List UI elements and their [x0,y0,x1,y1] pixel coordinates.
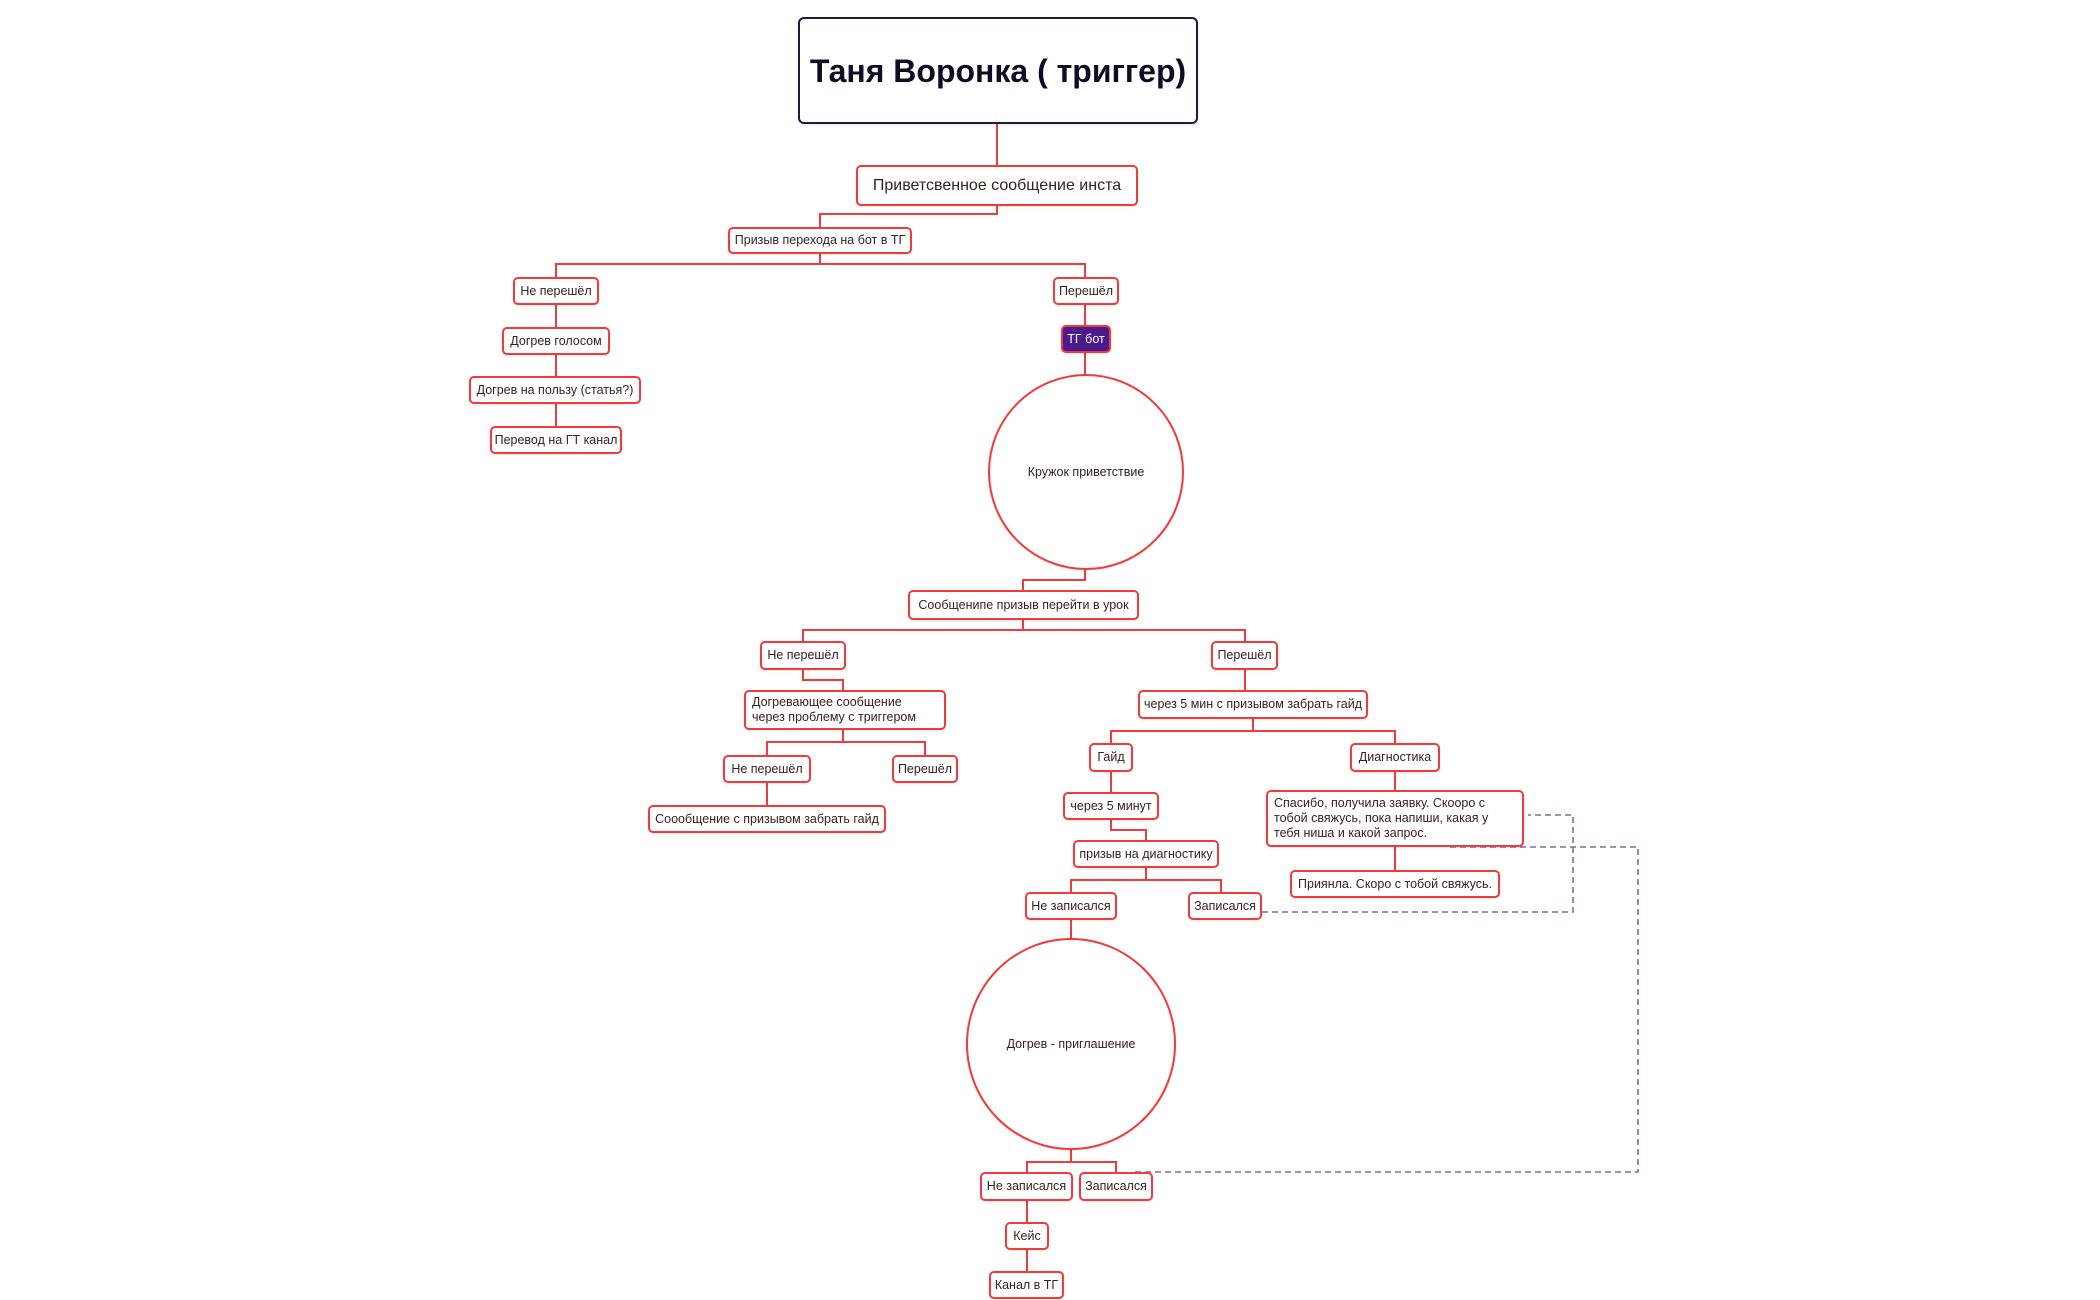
node-label: Перевод на ГТ канал [494,432,618,447]
node-label: Не перешёл [767,648,839,662]
node-label: ТГ бот [1067,331,1105,346]
node-label: Спасибо, получила заявку. Скооро с тобой… [1274,796,1489,840]
node-warmup-benefit[interactable]: Догрев на пользу (статья?) [469,376,641,404]
node-label: через 5 мин с призывом забрать гайд [1143,697,1363,711]
node-call-diagnostics[interactable]: призыв на диагностику [1073,840,1219,868]
node-label: Догревающее сообщение через проблему с т… [752,695,916,724]
node-label: Записался [1194,898,1256,913]
node-not-moved-1[interactable]: Не перешёл [513,277,599,305]
node-welcome-message[interactable]: Приветсвенное сообщение инста [856,165,1138,206]
node-guide-message[interactable]: Соообщение с призывом забрать гайд [648,805,886,833]
node-label: Догрев на пользу (статья?) [476,382,634,397]
node-warmup-voice[interactable]: Догрев голосом [502,327,610,355]
node-moved-1[interactable]: Перешёл [1053,277,1119,305]
node-diagnostics[interactable]: Диагностика [1350,743,1440,772]
node-label: Призыв перехода на бот в ТГ [734,233,906,247]
node-label: Перешёл [897,761,953,776]
node-label: Кейс [1013,1228,1041,1243]
node-label: Перешёл [1217,648,1272,662]
node-lesson-call[interactable]: Сообщенипе призыв перейти в урок [908,590,1139,620]
node-not-signed-1[interactable]: Не записался [1025,892,1117,920]
node-circle-greeting[interactable]: Кружок приветствие [988,374,1184,570]
root-title-text: Таня Воронка ( триггер) [809,52,1187,89]
node-label: призыв на диагностику [1079,846,1213,861]
node-label: Сообщенипе призыв перейти в урок [918,597,1129,612]
node-guide[interactable]: Гайд [1089,743,1133,772]
node-signed-1[interactable]: Записался [1188,892,1262,920]
node-label: Не записался [1031,898,1111,913]
node-label: Канал в ТГ [994,1277,1059,1292]
node-label: Диагностика [1358,750,1432,764]
node-label: Не перешёл [520,283,592,298]
node-thanks-request[interactable]: Спасибо, получила заявку. Скооро с тобой… [1266,790,1524,847]
node-tg-channel[interactable]: Канал в ТГ [989,1271,1064,1299]
node-label: Кружок приветствие [1027,464,1145,479]
node-moved-2[interactable]: Перешёл [1211,641,1278,670]
node-not-moved-3[interactable]: Не перешёл [723,755,811,783]
node-not-signed-2[interactable]: Не записался [980,1172,1073,1201]
node-case[interactable]: Кейс [1005,1222,1049,1250]
node-label: Не перешёл [731,761,803,776]
node-label: Догрев голосом [510,333,602,348]
root-title[interactable]: Таня Воронка ( триггер) [798,17,1198,124]
node-label: Догрев - приглашение [1006,1036,1136,1051]
node-label: Приветсвенное сообщение инста [872,177,1122,194]
node-label: через 5 минут [1070,798,1152,813]
node-label: Записался [1085,1179,1147,1193]
node-not-moved-2[interactable]: Не перешёл [760,641,846,670]
node-moved-3[interactable]: Перешёл [892,755,958,783]
node-after-5-min-guide[interactable]: через 5 мин с призывом забрать гайд [1138,690,1368,719]
node-circle-invite[interactable]: Догрев - приглашение [966,938,1176,1150]
node-accepted[interactable]: Приянла. Скоро с тобой свяжусь. [1290,870,1500,898]
node-call-to-bot[interactable]: Призыв перехода на бот в ТГ [728,227,912,254]
node-tg-bot[interactable]: ТГ бот [1061,325,1111,353]
node-label: Гайд [1097,750,1125,764]
node-label: Не записался [986,1179,1067,1193]
node-signed-2[interactable]: Записался [1079,1172,1153,1201]
node-label: Перешёл [1058,283,1114,298]
node-warmup-problem[interactable]: Догревающее сообщение через проблему с т… [744,690,946,730]
node-label: Приянла. Скоро с тобой свяжусь. [1298,876,1492,891]
node-after-5-minutes[interactable]: через 5 минут [1063,792,1159,820]
node-transfer-channel[interactable]: Перевод на ГТ канал [490,426,622,454]
node-label: Соообщение с призывом забрать гайд [655,811,879,826]
